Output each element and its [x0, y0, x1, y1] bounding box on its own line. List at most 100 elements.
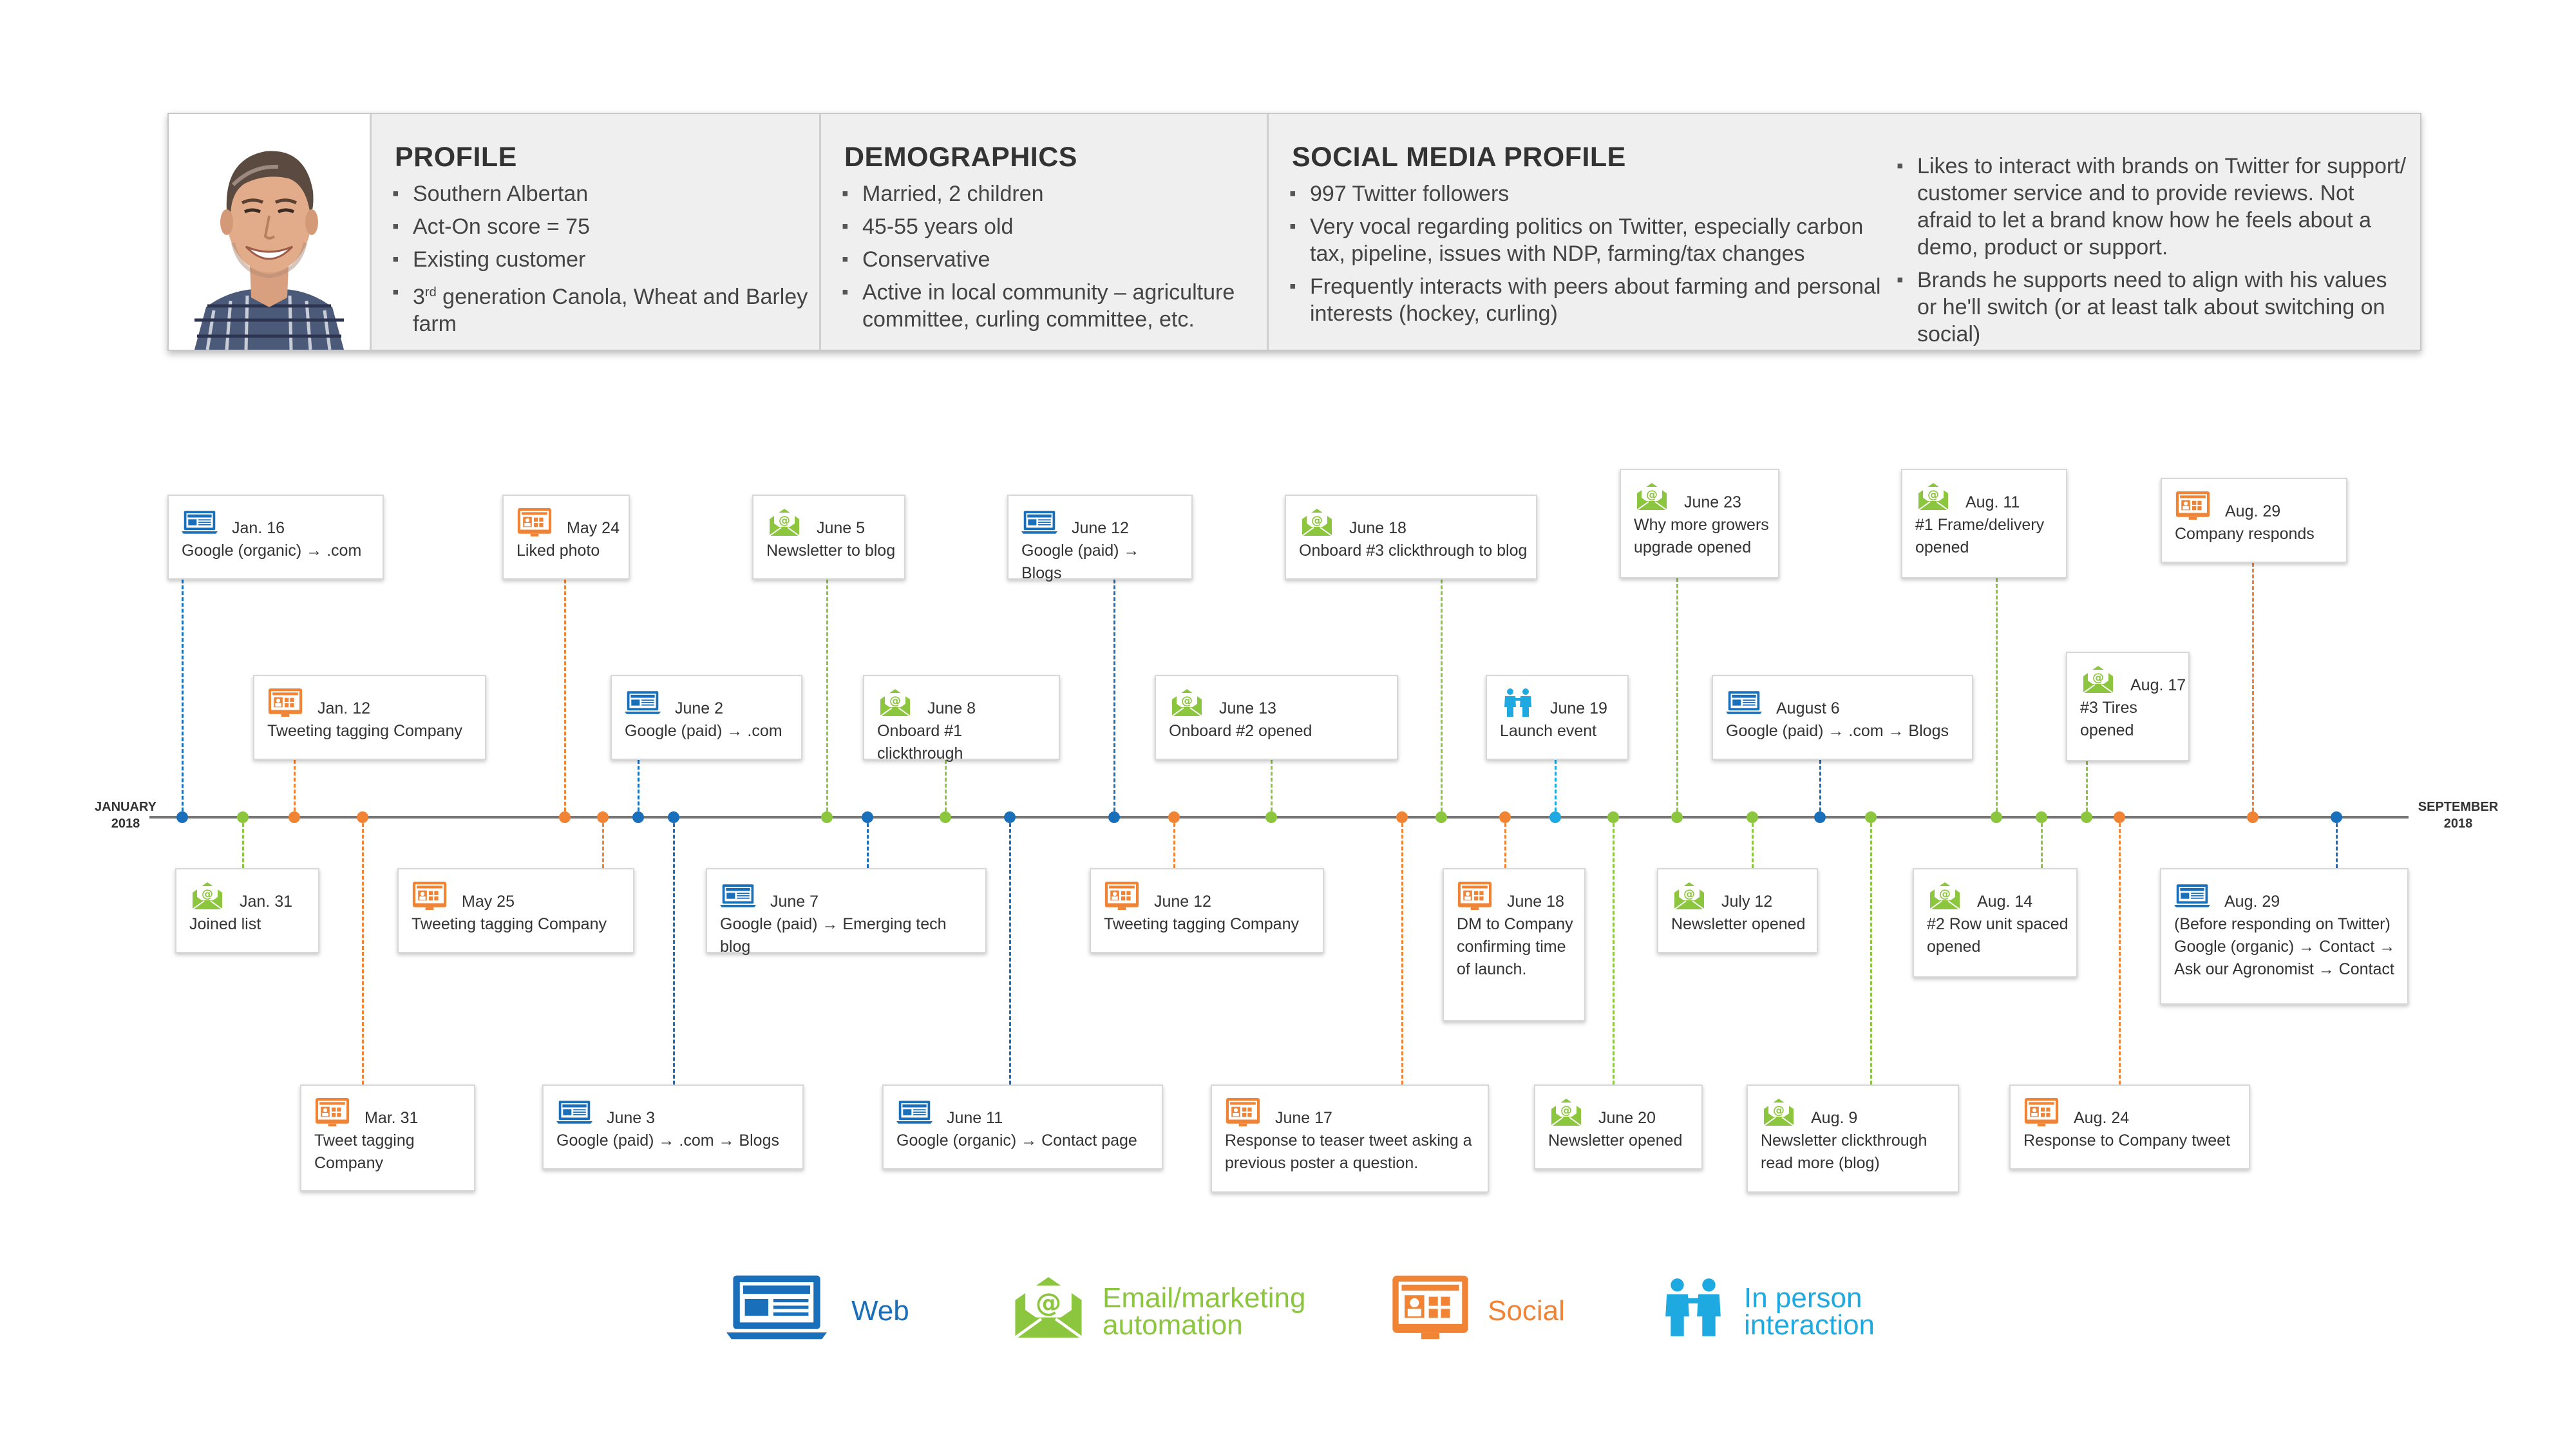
demographics-item: 45-55 years old [842, 213, 1254, 240]
event-description: Onboard #2 opened [1169, 722, 1312, 740]
demographics-item: Conservative [842, 246, 1254, 273]
event-date: Aug. 29 [2225, 502, 2281, 520]
email-icon: @ [1169, 688, 1202, 717]
event-connector [1613, 817, 1615, 1084]
event-date: June 8 [927, 699, 976, 717]
social-media-profile-heading: SOCIAL MEDIA PROFILE [1292, 142, 1626, 173]
web-icon [720, 881, 756, 908]
event-date: Jan. 12 [317, 699, 371, 717]
legend-web: Web [721, 1262, 914, 1340]
event-marker [1671, 811, 1683, 823]
social-icon [412, 881, 447, 910]
social-icon [314, 1097, 350, 1126]
event-description: Google (organic) → Contact page [896, 1132, 1137, 1150]
event-marker [1004, 811, 1016, 823]
event-connector [294, 760, 296, 817]
email-icon: @ [1634, 482, 1667, 511]
social-icon [1104, 881, 1139, 910]
event-card: @ Aug. 17#3 Tires opened [2066, 652, 2190, 761]
event-date: June 3 [607, 1109, 656, 1127]
event-card: May 25 Tweeting tagging Company [397, 868, 634, 953]
profile-item: Existing customer [392, 246, 818, 273]
social-icon [2175, 491, 2210, 520]
event-date: Aug. 24 [2074, 1109, 2130, 1127]
email-icon: @ [1915, 482, 1949, 511]
event-connector [1441, 580, 1443, 817]
event-marker [2247, 811, 2259, 823]
event-date: June 20 [1598, 1109, 1656, 1127]
legend-email: @ Email/marketing automation [1012, 1262, 1347, 1340]
email-icon: @ [1761, 1097, 1794, 1126]
event-description: Google (paid) → .com → Blogs [1726, 722, 1949, 740]
event-marker [1607, 811, 1619, 823]
event-date: June 11 [947, 1109, 1003, 1127]
social-item: Very vocal regarding politics on Twitter… [1289, 213, 1882, 267]
event-date: June 7 [770, 893, 819, 911]
event-description: Liked photo [516, 542, 600, 560]
event-description: (Before responding on Twitter) Google (o… [2174, 915, 2396, 978]
event-card: June 17 Response to teaser tweet asking a… [1211, 1084, 1489, 1193]
event-card: June 11 Google (organic) → Contact page [882, 1084, 1163, 1170]
event-connector [2252, 563, 2254, 817]
demographics-section: DEMOGRAPHICS Married, 2 children 45-55 y… [819, 114, 1265, 350]
event-card: @ Aug. 11#1 Frame/delivery opened [1901, 469, 2067, 578]
social-item: Likes to interact with brands on Twitter… [1897, 153, 2412, 261]
svg-text:@: @ [1683, 887, 1695, 901]
event-marker [668, 811, 679, 823]
svg-text:@: @ [1646, 488, 1658, 502]
timeline-axis [149, 816, 2409, 819]
svg-text:@: @ [1927, 488, 1939, 502]
event-date: Aug. 17 [2130, 676, 2186, 694]
event-connector [2086, 761, 2088, 817]
social-item: Frequently interacts with peers about fa… [1289, 273, 1882, 327]
event-marker [237, 811, 249, 823]
event-card: @ Aug. 14#2 Row unit spaced opened [1913, 868, 2078, 978]
event-connector [1271, 760, 1273, 817]
social-item: Brands he supports need to align with hi… [1897, 267, 2412, 348]
svg-text:@: @ [1036, 1288, 1061, 1318]
svg-text:@: @ [779, 514, 790, 527]
event-connector [1870, 817, 1872, 1084]
legend-label: Web [851, 1295, 909, 1327]
event-date: June 13 [1219, 699, 1276, 717]
event-marker [1991, 811, 2002, 823]
event-description: Onboard #1 clickthrough [877, 722, 963, 762]
event-connector [826, 580, 828, 817]
event-description: Tweeting tagging Company [1104, 915, 1299, 933]
event-marker [1265, 811, 1277, 823]
social-media-profile-section: SOCIAL MEDIA PROFILE 997 Twitter followe… [1267, 114, 2420, 350]
profile-item: Act-On score = 75 [392, 213, 818, 240]
event-date: Jan. 16 [232, 519, 285, 537]
event-marker [2331, 811, 2342, 823]
event-date: May 25 [462, 893, 515, 911]
event-marker [176, 811, 188, 823]
event-marker [1814, 811, 1826, 823]
event-description: Tweeting tagging Company [412, 915, 607, 933]
event-connector [1752, 817, 1754, 868]
event-date: Jan. 31 [240, 893, 293, 911]
web-icon [721, 1274, 832, 1341]
event-description: Tweet tagging Company [314, 1132, 415, 1172]
event-description: #2 Row unit spaced opened [1927, 915, 2069, 956]
svg-text:@: @ [1560, 1104, 1572, 1117]
svg-text:@: @ [1181, 694, 1193, 708]
event-description: Google (paid) → Emerging tech blog [720, 915, 947, 956]
event-marker [632, 811, 644, 823]
event-marker [862, 811, 873, 823]
legend-in-person: In person interaction [1660, 1262, 1931, 1340]
event-date: June 17 [1275, 1109, 1332, 1127]
event-description: Response to teaser tweet asking a previo… [1225, 1132, 1472, 1172]
event-date: June 23 [1684, 493, 1741, 511]
profile-heading: PROFILE [395, 142, 517, 173]
event-description: Google (paid) → Blogs [1021, 542, 1140, 582]
